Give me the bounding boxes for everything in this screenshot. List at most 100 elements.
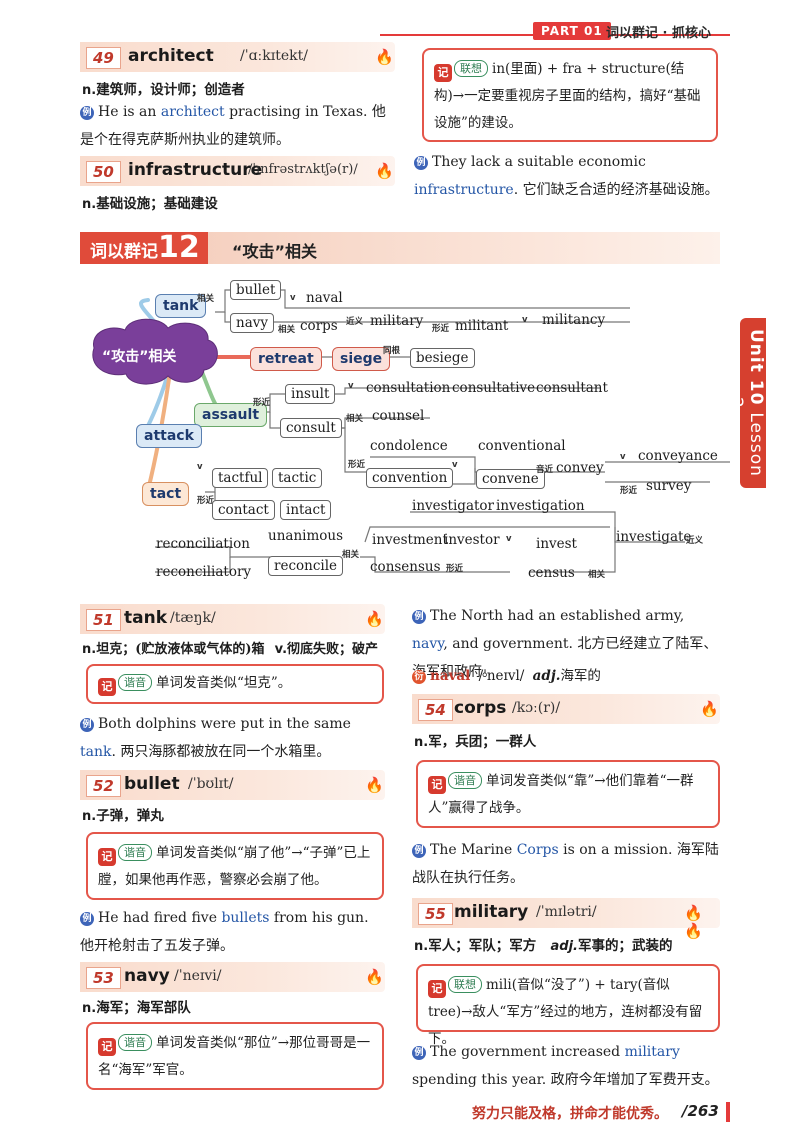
entry-number: 50 xyxy=(86,161,121,183)
unit-label: Unit 10 xyxy=(746,329,766,406)
map-node-besiege: besiege xyxy=(410,348,475,368)
relation-label: 相关 xyxy=(342,550,360,560)
headword: infrastructure xyxy=(128,160,263,180)
map-node-invest: invest xyxy=(536,536,577,552)
entry-number: 52 xyxy=(86,775,121,797)
headword: corps xyxy=(454,698,507,718)
word-bar xyxy=(412,694,720,724)
map-node-counsel: counsel xyxy=(372,408,425,424)
page-footer: 努力只能及格，拼命才能优秀。 /263 xyxy=(380,1100,740,1126)
frequency-flame-icon: 🔥 xyxy=(700,700,719,718)
entry-architect: 49 architect /ˈɑːkɪtekt/ 🔥 n.建筑师，设计师；创造者… xyxy=(80,42,395,152)
map-node-siege: siege xyxy=(332,347,391,371)
group-tag: 词以群记12 xyxy=(80,232,208,264)
relation-label: 形近 xyxy=(620,486,638,496)
memory-tip-icon: 记 xyxy=(428,980,446,998)
relation-label: 形近 xyxy=(432,324,450,334)
page-header: PART 01 词以群记 · 抓核心 xyxy=(0,8,800,42)
phonetic: /kɔː(r)/ xyxy=(512,700,561,716)
entry-number: 53 xyxy=(86,967,121,989)
derivative-icon: 衍 xyxy=(412,670,426,684)
phonetic: /ˈmɪlətri/ xyxy=(536,904,597,920)
map-node-militant: militant xyxy=(455,318,509,334)
map-node-census: census xyxy=(528,565,575,581)
group-title: “攻击”相关 xyxy=(232,242,318,261)
map-node-investor: investor xyxy=(444,532,500,548)
part-of-speech-2: v. xyxy=(274,642,288,657)
meaning: 建筑师，设计师；创造者 xyxy=(96,82,245,98)
relation-label: 近义 xyxy=(686,536,704,546)
relation-label: 形近 xyxy=(197,496,215,506)
map-node-conventional: conventional xyxy=(478,438,566,454)
headword: military xyxy=(454,902,529,922)
relation-label: 相关 xyxy=(346,414,364,424)
relation-label: 形近 xyxy=(348,460,366,470)
memo-box-tank: 记谐音单词发音类似“坦克”。 xyxy=(86,664,384,704)
frequency-flame-icon: 🔥 xyxy=(365,776,384,794)
relation-label: 形近 xyxy=(446,564,464,574)
map-node-retreat: retreat xyxy=(250,347,322,371)
hub-label: “攻击”相关 xyxy=(102,349,177,365)
word-bar xyxy=(80,156,395,186)
word-bar xyxy=(80,604,385,634)
map-node-navy: navy xyxy=(230,313,274,333)
map-node-militancy: militancy xyxy=(542,312,606,328)
map-node-tactful: tactful xyxy=(212,468,269,488)
definition: n.坦克；(贮放液体或气体的)箱 v.彻底失败；破产 xyxy=(82,642,379,657)
memory-tip-icon: 记 xyxy=(428,776,446,794)
memo-box-corps: 记谐音单词发音类似“靠”→他们靠着“一群人”赢得了战争。 xyxy=(416,760,720,828)
map-node-tact: tact xyxy=(142,482,190,506)
group-banner: 词以群记12 “攻击”相关 xyxy=(80,232,720,264)
map-node-assault: assault xyxy=(194,403,268,427)
map-node-consultant: consultant xyxy=(536,380,608,396)
map-node-consultative: consultative xyxy=(452,380,536,396)
mind-map: “攻击”相关 tank 相关 bullet navy ⅴ naval 相关 co… xyxy=(70,272,730,592)
part-tag: PART 01 xyxy=(533,22,611,40)
map-node-unanimous: unanimous xyxy=(268,528,344,544)
map-node-attack: attack xyxy=(136,424,202,448)
map-node-investigate: investigate xyxy=(616,529,692,545)
memo-box-bullet: 记谐音单词发音类似“崩了他”→“子弹”已上膛，如果他再作恶，警察必会崩了他。 xyxy=(86,832,384,900)
definition: n.海军；海军部队 xyxy=(82,1000,191,1016)
map-node-condolence: condolence xyxy=(370,438,448,454)
headword: bullet xyxy=(124,774,180,794)
relation-label: 近义 xyxy=(346,317,364,327)
memo-text: in(里面) + fra + structure(结构)→一定要重视房子里面的结… xyxy=(434,61,701,131)
entry-number: 55 xyxy=(418,903,453,925)
example-icon: 例 xyxy=(412,610,426,624)
example-icon: 例 xyxy=(412,1046,426,1060)
map-node-convey: convey xyxy=(556,460,604,476)
headword: architect xyxy=(128,46,214,66)
frequency-flame-icon: 🔥 xyxy=(365,610,384,628)
example-icon: 例 xyxy=(80,106,94,120)
definition: n.子弹，弹丸 xyxy=(82,808,164,824)
example-icon: 例 xyxy=(80,718,94,732)
map-node-tank: tank xyxy=(155,294,207,318)
example-icon: 例 xyxy=(412,844,426,858)
lesson-label: Lesson 2 xyxy=(726,397,766,477)
definition: n.建筑师，设计师；创造者 xyxy=(82,78,245,98)
definition: n.军人；军队；军方 adj.军事的；武装的 xyxy=(414,938,673,954)
phonetic: /ˈbʊlɪt/ xyxy=(188,776,234,792)
relation-label: ⅴ xyxy=(290,293,296,303)
memory-tip-icon: 记 xyxy=(98,848,116,866)
map-node-insult: insult xyxy=(285,384,336,404)
phonetic: /ˈɪnfrəstrʌktʃə(r)/ xyxy=(248,162,358,177)
map-node-investigator: investigator xyxy=(412,498,494,514)
part-of-speech: n. xyxy=(82,642,97,657)
map-node-conveyance: conveyance xyxy=(638,448,718,464)
definition: n.军，兵团；一群人 xyxy=(414,734,537,750)
definition: n.基础设施；基础建设 xyxy=(82,192,218,212)
map-node-reconciliation: reconciliation xyxy=(156,536,250,552)
memory-tip-icon: 记 xyxy=(434,64,452,82)
part-of-speech: n. xyxy=(82,197,97,212)
map-node-consult: consult xyxy=(280,418,342,438)
memo-tag: 联想 xyxy=(454,60,488,77)
phonetic: /ˈɑːkɪtekt/ xyxy=(240,48,308,64)
relation-label: ⅴ xyxy=(506,534,512,544)
